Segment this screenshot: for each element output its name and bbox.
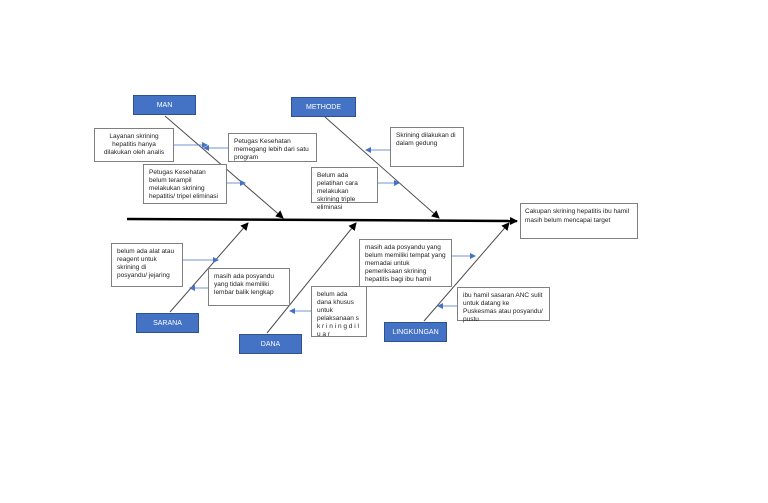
cause-man-1: Layanan skrining hepatitis hanya dilakuk…	[94, 128, 174, 162]
cause-man-2: Petugas Kesehatan memegang lebih dari sa…	[228, 133, 317, 162]
bone-methode	[324, 116, 440, 219]
cause-lingkungan-1: masih ada posyandu yang belum memiliki t…	[359, 239, 452, 287]
category-lingkungan: LINGKUNGAN	[384, 322, 447, 342]
cause-man-3: Petugas Kesehatan belum terampil melakuk…	[143, 164, 227, 204]
category-methode: METHODE	[291, 97, 356, 117]
category-dana: DANA	[239, 334, 302, 354]
cause-methode-2: Belum ada pelatihan cara melakukan skrin…	[311, 167, 378, 211]
category-sarana: SARANA	[136, 313, 199, 333]
spine-arrow	[126, 216, 518, 225]
bone-sarana	[169, 222, 249, 313]
cause-methode-1: Skrining dilakukan di dalam gedung	[390, 127, 464, 167]
cause-dana-1: belum ada dana khusus untuk pelaksanaan …	[311, 286, 367, 338]
cause-sarana-1: belum ada alat atau reagent untuk skrini…	[111, 243, 183, 287]
bone-dana	[266, 222, 357, 334]
category-man: MAN	[133, 95, 196, 115]
effect-box: Cakupan skrining hepatitis ibu hamil mas…	[520, 203, 638, 239]
cause-lingkungan-2: ibu hamil sasaran ANC sulit untuk datang…	[457, 287, 550, 323]
cause-sarana-2: masih ada posyandu yang tidak memiliki l…	[208, 268, 290, 306]
